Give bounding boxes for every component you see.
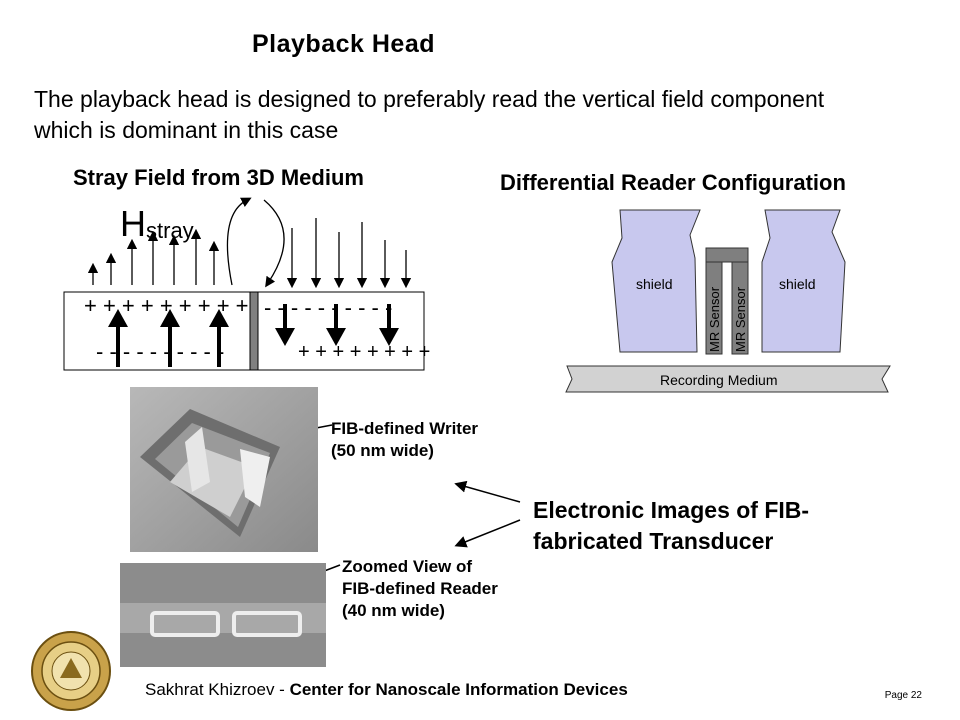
mr-sensor-right-label: MR Sensor — [733, 286, 748, 352]
writer-sem-image — [130, 387, 318, 552]
differential-reader-diagram: shield shield MR Sensor MR Sensor Record… — [565, 209, 891, 393]
plus-charges-top: + + + + + + + + + — [84, 293, 249, 318]
shield-left — [611, 209, 701, 353]
upward-field-arrows — [87, 197, 285, 288]
magnetization-up-arrows — [108, 309, 229, 367]
mr-sensor-left-label: MR Sensor — [707, 286, 722, 352]
reader-sem-image — [120, 563, 326, 667]
slide-title: Playback Head — [252, 30, 435, 58]
shield-left-label: shield — [636, 276, 673, 292]
plus-charges-bottom: + + + + + + + + — [298, 341, 430, 363]
university-seal-logo — [31, 631, 111, 711]
recording-medium-label: Recording Medium — [660, 372, 778, 388]
images-caption: Electronic Images of FIB- fabricated Tra… — [533, 497, 810, 554]
magnetization-down-arrows — [275, 304, 399, 346]
mr-sensor-right — [731, 261, 749, 355]
recording-medium — [565, 365, 891, 393]
intro-text: The playback head is designed to prefera… — [34, 86, 825, 143]
footer: Sakhrat Khizroev - Center for Nanoscale … — [145, 680, 628, 700]
downward-field-arrows — [286, 218, 412, 289]
shield-right-label: shield — [779, 276, 816, 292]
mr-sensor-left — [705, 261, 723, 355]
stray-field-heading: Stray Field from 3D Medium — [73, 165, 364, 190]
h-stray-symbol: Hstray — [120, 203, 194, 244]
shield-right — [761, 209, 846, 353]
medium-divider — [249, 291, 259, 371]
minus-charges-bottom: - - - - - - - - - - — [96, 339, 224, 364]
footer-author: Sakhrat Khizroev - — [145, 680, 290, 699]
footer-center: Center for Nanoscale Information Devices — [289, 680, 628, 699]
reader-config-heading: Differential Reader Configuration — [500, 170, 846, 195]
page-number: Page 22 — [884, 690, 922, 701]
sensor-cap — [705, 247, 749, 263]
reader-label: Zoomed View of FIB-defined Reader (40 nm… — [342, 557, 498, 620]
writer-label: FIB-defined Writer (50 nm wide) — [331, 419, 479, 460]
